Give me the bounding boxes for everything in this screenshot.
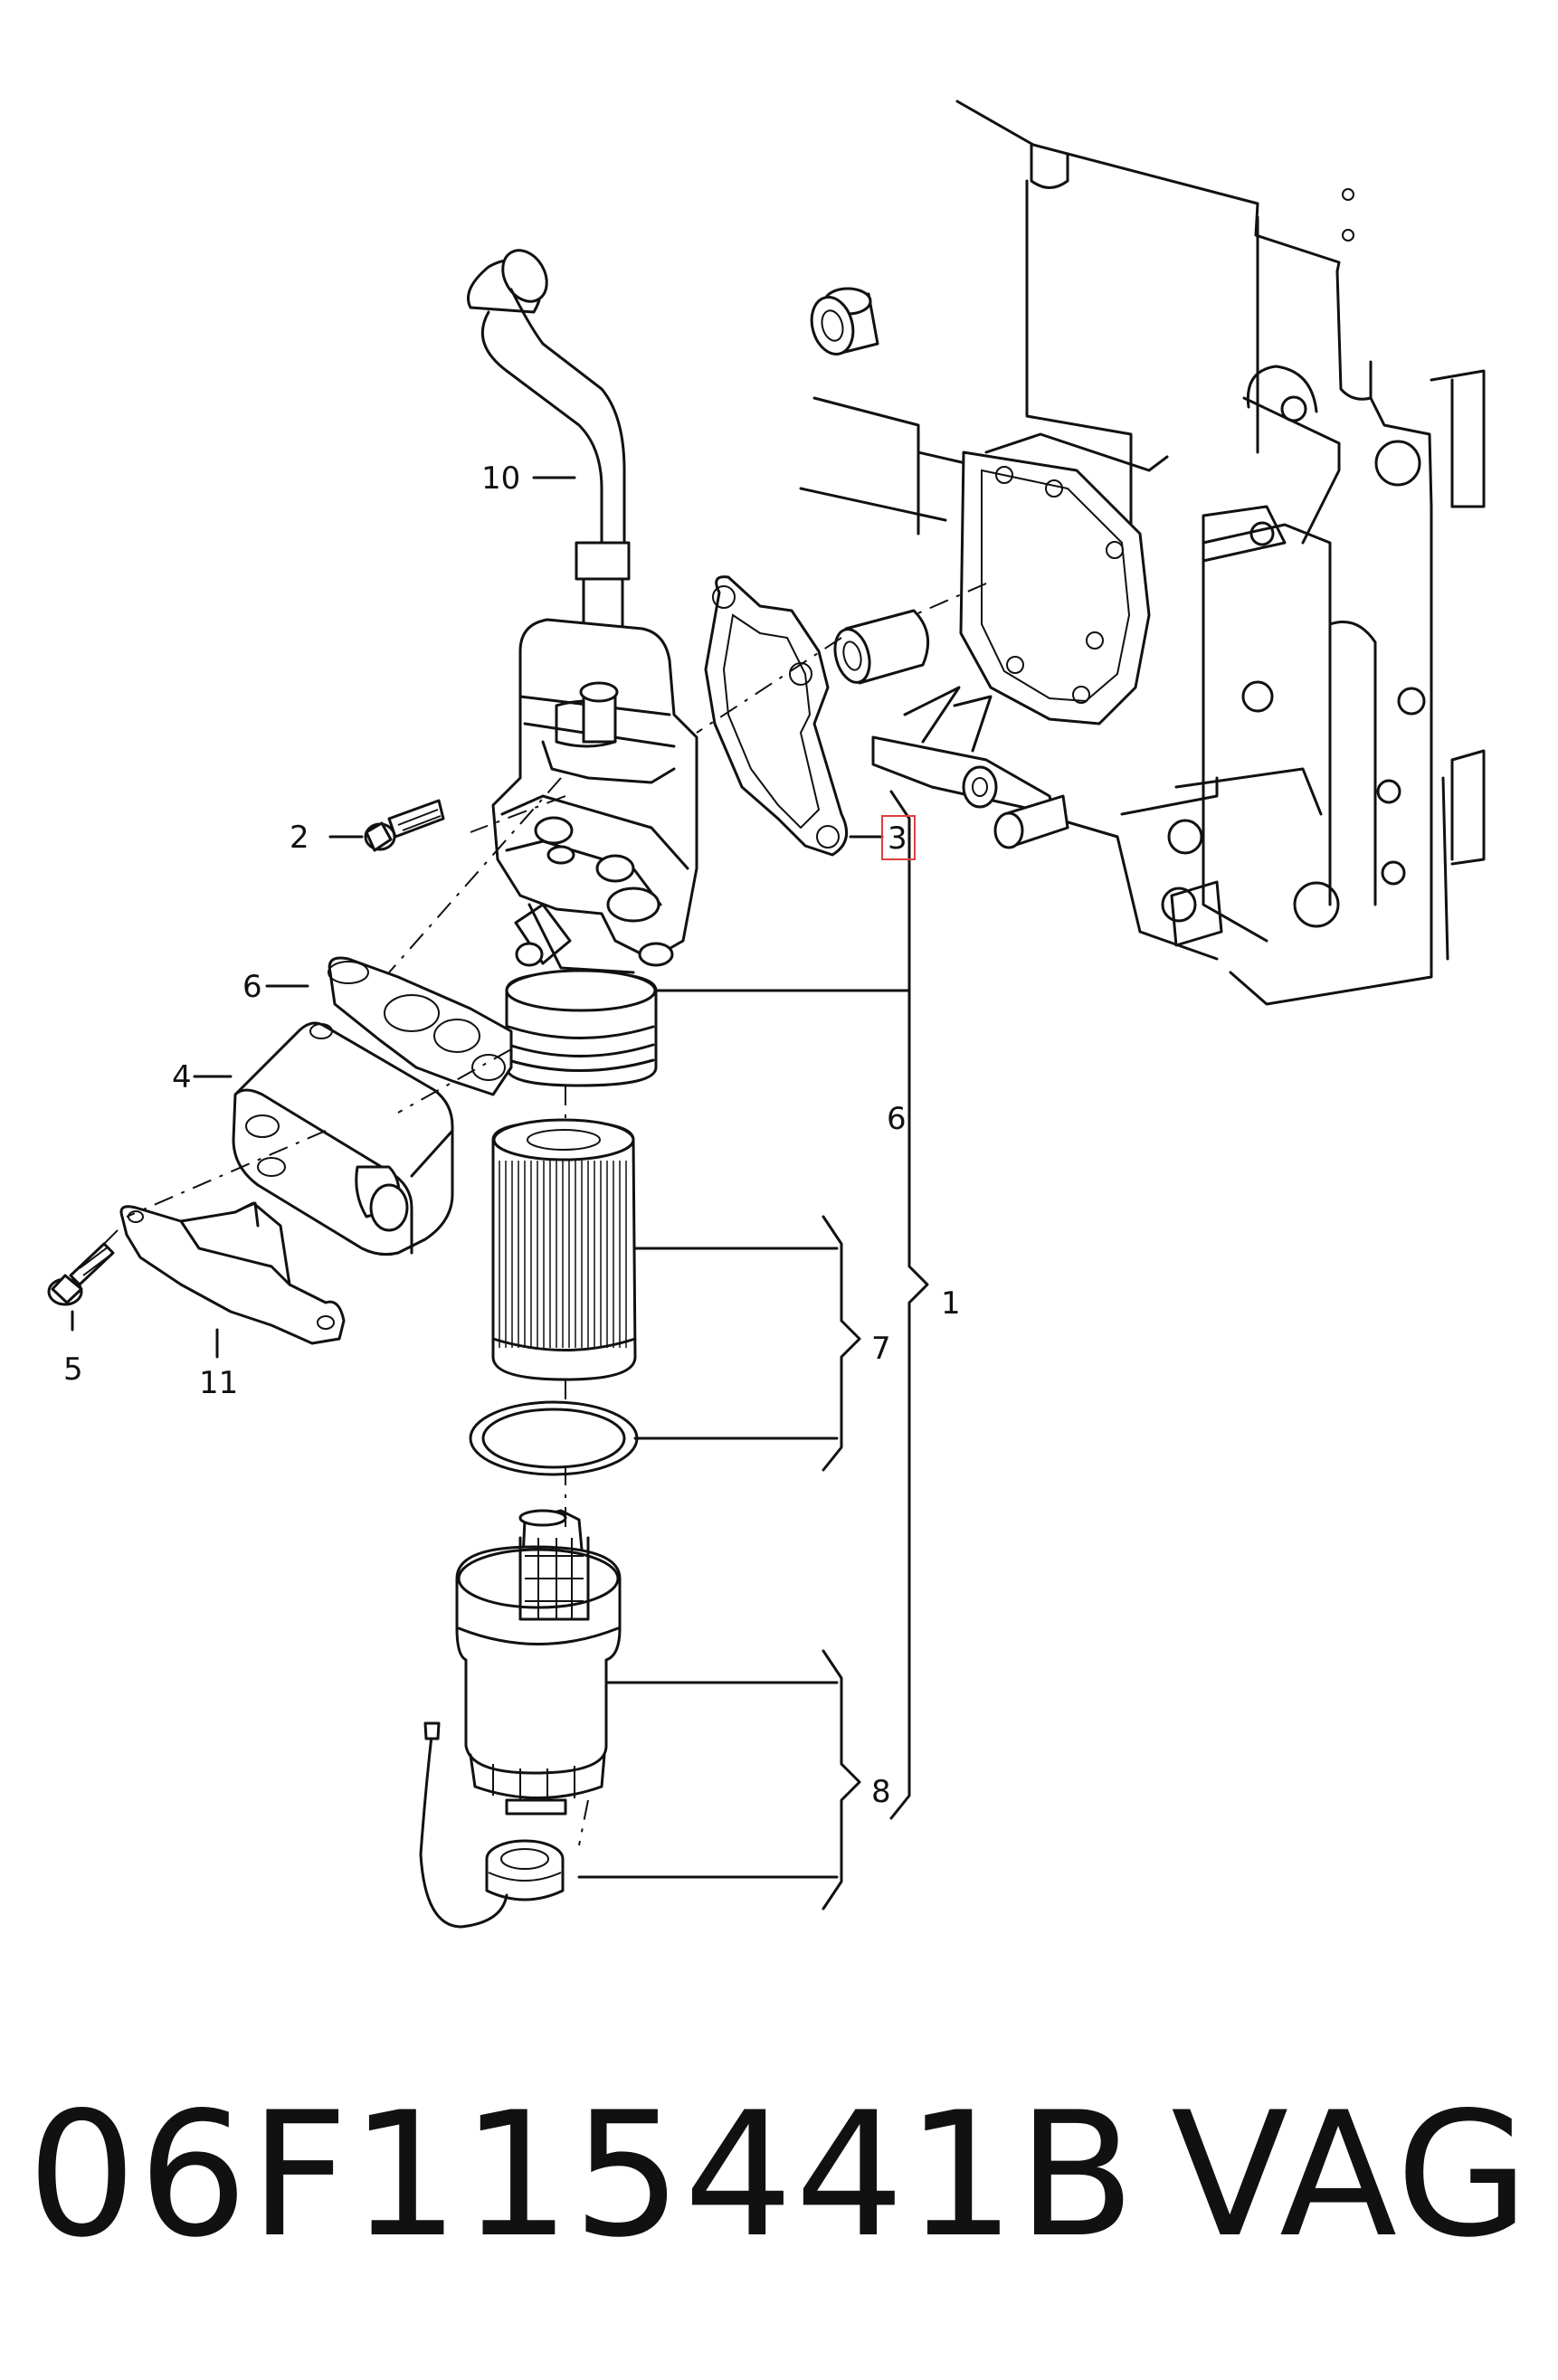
callout-4: 4: [172, 1059, 192, 1095]
oil-filter-element: [491, 1118, 637, 1381]
callout-3-highlight: [881, 815, 916, 860]
filter-housing: [491, 618, 698, 974]
brand-name: VAG: [1171, 2075, 1531, 2275]
assembly-axes: [90, 583, 987, 1846]
bolt-2: [364, 799, 445, 852]
part-number: 06F115441B: [27, 2075, 1137, 2275]
callout-11: 11: [199, 1365, 238, 1401]
seal-wire-tip: [423, 1721, 441, 1740]
drain-plug: [485, 1839, 565, 1901]
callout-1: 1: [941, 1285, 961, 1322]
seal-wire: [419, 1726, 508, 1929]
leader-lines: [71, 476, 929, 1911]
engine-block: [799, 100, 1486, 1006]
bolt-5: [47, 1242, 115, 1306]
exploded-parts-diagram: 10 2 3 6 4 6 1 7 5 11 8: [47, 100, 1486, 1929]
filter-cap: [455, 1509, 622, 1816]
seal-ring: [469, 1400, 639, 1476]
callout-2: 2: [290, 820, 309, 856]
cooler-gasket: [328, 956, 513, 1096]
oil-cooler: [232, 1021, 454, 1256]
caption: 06F115441B VAG: [27, 2072, 1531, 2280]
callout-6-right: 6: [887, 1101, 907, 1137]
callout-6-upper: 6: [242, 969, 262, 1005]
callout-labels: 10 2 3 6 4 6 1 7 5 11 8: [63, 460, 961, 1810]
callout-3: 3: [888, 820, 907, 857]
bracket: [119, 1201, 346, 1345]
callout-10: 10: [481, 460, 520, 497]
callout-7: 7: [871, 1331, 891, 1367]
callout-5: 5: [63, 1351, 83, 1388]
breather-hose: [467, 249, 631, 698]
housing-gasket: [704, 575, 849, 857]
callout-8: 8: [871, 1774, 891, 1810]
housing-neck: [505, 969, 658, 1087]
